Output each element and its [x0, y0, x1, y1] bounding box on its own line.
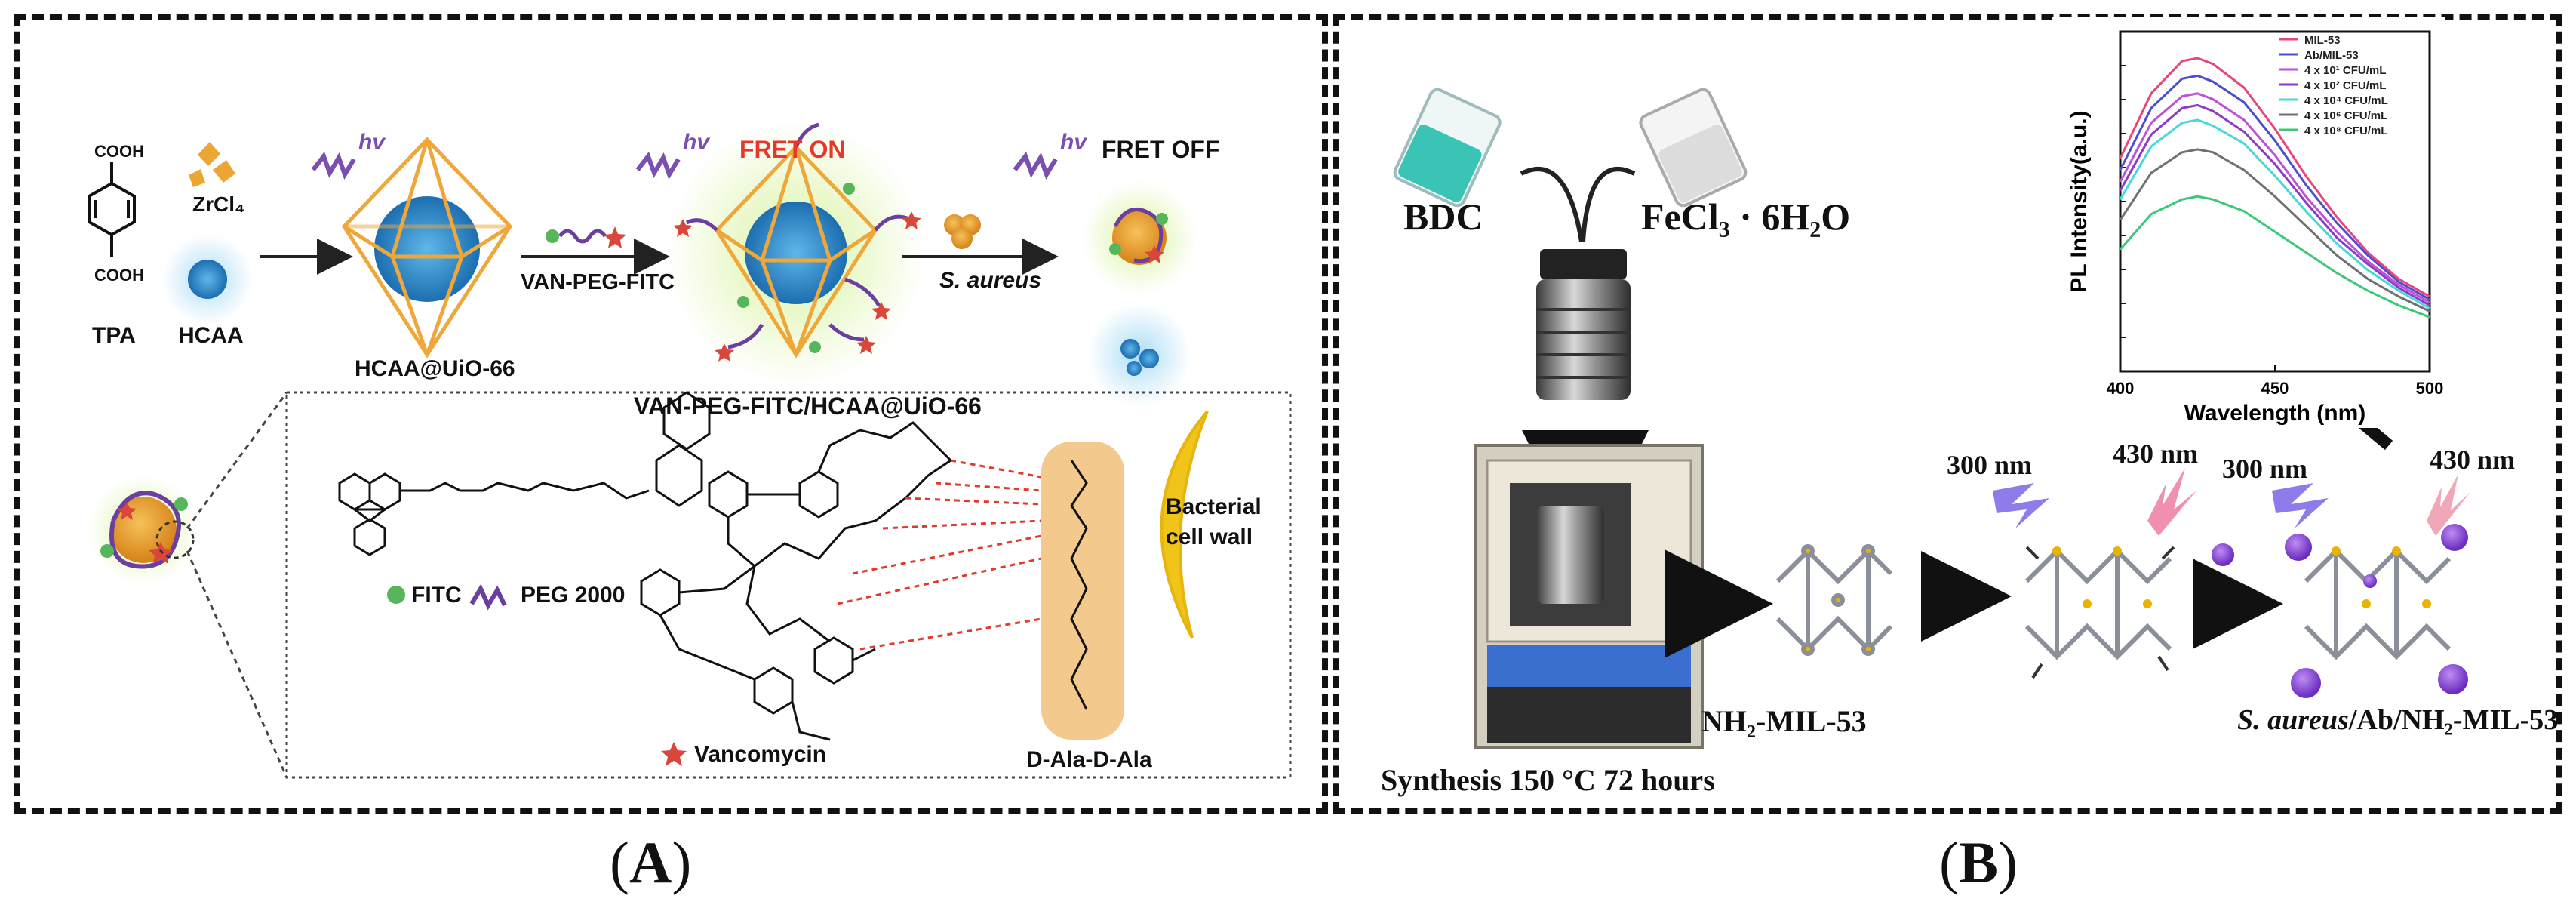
caption-b: (B)	[1939, 829, 2018, 895]
photon-wave-icon	[1013, 151, 1058, 180]
legend-label: 4 x 10⁶ CFU/mL	[2304, 109, 2387, 122]
excitation-bolt-icon	[2272, 483, 2329, 528]
vancomycin-legend-icon	[661, 742, 687, 766]
panel-b	[1333, 14, 2562, 814]
x-tick-label: 450	[2261, 379, 2289, 398]
legend-label: MIL-53	[2304, 34, 2341, 47]
van-peg-fitc-hcaa-uio66-label: VAN-PEG-FITC/HCAA@UiO-66	[634, 392, 982, 420]
van-peg-fitc-hcaa-uio66-octahedron	[668, 121, 924, 385]
legend-label: 4 x 10⁴ CFU/mL	[2304, 94, 2388, 107]
fret-off-bacterium	[1083, 181, 1196, 294]
pour-stream	[1581, 167, 1636, 242]
tpa-top-group: COOH	[94, 142, 144, 161]
hv-label: hv	[358, 130, 386, 155]
legend-label: 4 x 10¹ CFU/mL	[2304, 64, 2386, 77]
hv-label: hv	[683, 130, 710, 155]
tpa-label: TPA	[92, 323, 136, 348]
fitc-legend-label: FITC	[411, 583, 462, 608]
d-ala-structure	[1070, 460, 1088, 710]
photon-wave-icon	[635, 151, 681, 180]
series-line	[2119, 148, 2430, 312]
van-peg-fitc-label: VAN-PEG-FITC	[521, 270, 675, 294]
series-line	[2119, 103, 2430, 306]
vancomycin-legend-label: Vancomycin	[694, 742, 827, 767]
tpa-bottom-group: COOH	[94, 266, 144, 285]
panel-a-graphics	[88, 121, 1292, 779]
s-aureus-icon	[2212, 543, 2234, 566]
bdc-beaker-icon	[1393, 88, 1502, 208]
vancomycin-structure	[338, 391, 952, 741]
legend-label: Ab/MIL-53	[2304, 49, 2359, 62]
autoclave-icon	[1536, 249, 1631, 400]
hcaa-uio66-label: HCAA@UiO-66	[355, 356, 515, 381]
bacterial-wall-label-2: cell wall	[1166, 525, 1253, 549]
s-aureus-ab-nh2-mil53-lattice	[2285, 524, 2468, 698]
van-peg-fitc-icon	[546, 226, 626, 248]
synthesis-label: Synthesis 150 °C 72 hours	[1381, 763, 1715, 797]
s-aureus-label: S. aureus	[939, 268, 1042, 293]
ab-nh2-mil53-lattice	[2024, 546, 2175, 679]
emission-label-1: 430 nm	[2113, 439, 2199, 469]
legend-label: 4 x 10⁸ CFU/mL	[2304, 125, 2387, 137]
excitation-bolt-icon	[1993, 483, 2049, 528]
series-line	[2119, 92, 2430, 304]
product-label: S. aureus/Ab/NH₂-MIL-53	[2237, 703, 2558, 737]
bacterial-wall-icon	[1160, 410, 1209, 639]
s-aureus-cluster-icon	[944, 214, 981, 249]
hv-label: hv	[1060, 130, 1087, 155]
hydrogen-bond-lines	[837, 459, 1042, 651]
tpa-molecule	[88, 162, 136, 257]
oven-icon	[1474, 444, 1704, 749]
nh2-mil53-lattice	[1775, 544, 1893, 656]
pour-stream	[1520, 167, 1584, 242]
zrcl4-label: ZrCl₄	[192, 192, 245, 216]
d-ala-d-ala-box	[1041, 442, 1124, 740]
released-hcaa-particles	[1088, 303, 1191, 406]
x-tick-label: 500	[2416, 379, 2444, 398]
fret-on-label: FRET ON	[739, 136, 846, 163]
panel-b-graphics	[1393, 88, 2470, 749]
zoom-line	[186, 392, 288, 529]
nh2-mil53-label: NH₂-MIL-53	[1701, 704, 1867, 738]
series-line	[2119, 118, 2430, 309]
fecl3-beaker-icon	[1639, 88, 1748, 208]
series-line	[2119, 195, 2430, 319]
photon-wave-icon	[311, 151, 356, 180]
x-axis-label: Wavelength (nm)	[2184, 401, 2366, 426]
fecl3-label: FeCl₃ · 6H₂O	[1641, 195, 1851, 238]
gamma-label: γ	[1973, 581, 1984, 606]
bdc-label: BDC	[1403, 195, 1483, 238]
emission-label-2: 430 nm	[2430, 445, 2516, 475]
caption-b-letter: B	[1958, 829, 1999, 895]
peg-legend-icon	[469, 583, 507, 611]
y-axis-label: PL Intensity(a.u.)	[2067, 110, 2092, 292]
hcaa-label: HCAA	[178, 323, 244, 348]
bacterial-wall-label-1: Bacterial	[1166, 494, 1262, 519]
fret-off-label: FRET OFF	[1102, 136, 1220, 163]
excitation-label-1: 300 nm	[1947, 450, 2033, 480]
series-line	[2119, 74, 2430, 301]
hcaa-uio66-octahedron	[341, 137, 513, 359]
legend-label: 4 x 10² CFU/mL	[2304, 79, 2386, 92]
inset-box	[285, 391, 1292, 779]
excitation-label-2: 300 nm	[2222, 454, 2308, 484]
hcaa-sphere-icon	[188, 260, 227, 299]
fitc-legend-icon	[387, 586, 405, 604]
panel-a	[14, 14, 1328, 814]
product-rest: /Ab/NH₂-MIL-53	[2348, 704, 2559, 736]
caption-a: (A)	[610, 829, 692, 895]
zrcl4-crystals-icon	[189, 142, 235, 187]
series-line	[2119, 57, 2430, 298]
product-italic: S. aureus	[2237, 704, 2349, 736]
particle-zoom-icon	[89, 476, 198, 584]
x-tick-label: 400	[2107, 379, 2135, 398]
zoom-line	[186, 550, 288, 778]
caption-a-letter: A	[629, 829, 672, 895]
emission-bolt-icon	[2427, 474, 2470, 536]
chart-background	[2052, 17, 2445, 428]
emission-bolt-icon	[2147, 468, 2196, 536]
peg-legend-label: PEG 2000	[521, 583, 626, 608]
d-ala-d-ala-label: D-Ala-D-Ala	[1026, 747, 1152, 772]
